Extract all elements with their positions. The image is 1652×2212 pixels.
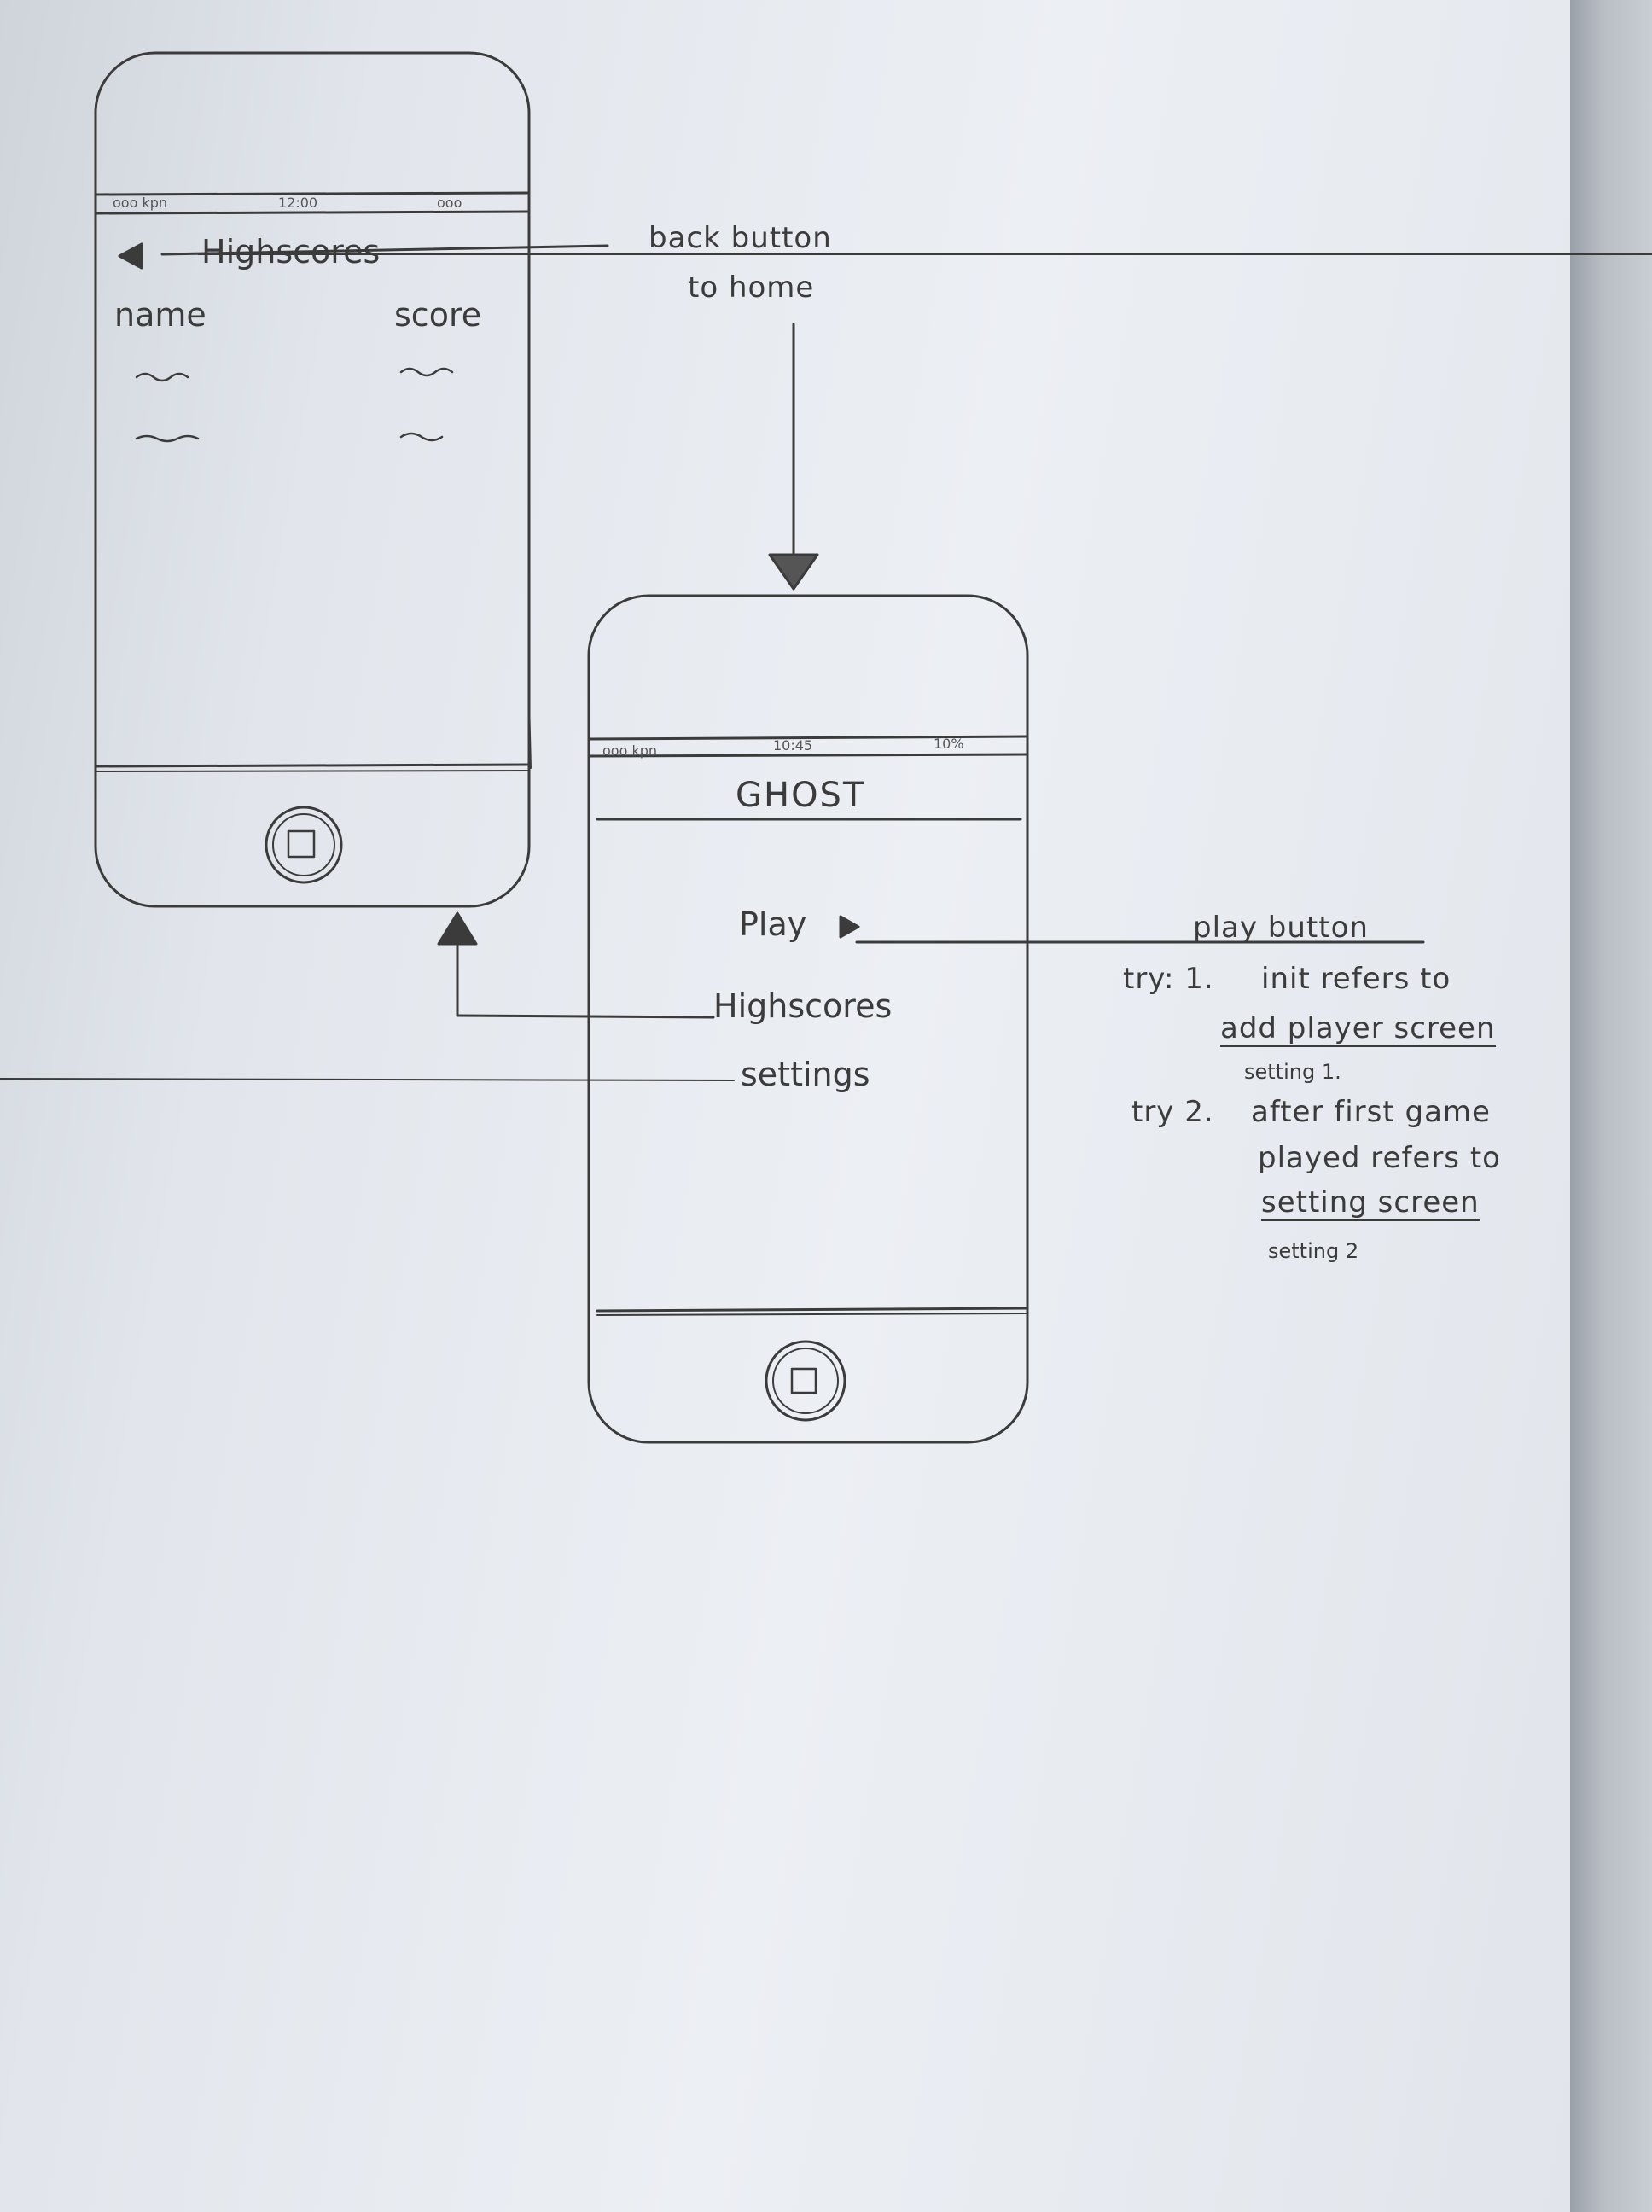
home-status-time: 10:45 [773,737,813,754]
home-button-square-icon [287,830,316,859]
paper-sheet [0,0,1570,2212]
highscores-pointer-line [456,1014,715,1019]
screen-bottom-line [596,1307,1029,1313]
name-placeholder-squiggle-2 [135,434,200,443]
home-phone-frame [587,594,1029,1444]
status-bar-bottom-line [94,210,531,215]
settings-menu-item: settings [741,1056,870,1093]
play-menu-item: Play [739,905,807,943]
home-button-square-icon [790,1367,817,1394]
back-button-note-line1: back button [649,221,832,255]
name-placeholder-squiggle-1 [135,372,189,382]
back-to-home-arrowhead [768,553,819,591]
try2-target: setting screen [1261,1185,1480,1221]
try1-setting: setting 1. [1244,1060,1341,1084]
try1-text: init refers to [1261,962,1451,996]
play-button-note: play button [1193,911,1369,945]
try1-target: add player screen [1220,1011,1496,1047]
table-surface [1570,0,1652,2212]
home-app-title: GHOST [736,776,866,815]
settings-pointer-line [0,1078,735,1081]
highscores-menu-item: Highscores [713,987,893,1025]
home-status-carrier: ooo kpn [602,742,658,759]
frame-tick-mark [528,699,532,769]
hs-status-carrier: ooo kpn [113,195,168,211]
screen-bottom-line [94,763,531,768]
try2-text-line2: played refers to [1258,1141,1501,1175]
right-triangle-icon [839,915,860,939]
hs-page-title: Highscores [198,236,1652,268]
highscores-home-button [265,806,343,884]
status-bar-top-line [587,735,1029,741]
highscores-phone-frame [94,51,531,908]
hs-column-name: name [114,296,206,334]
hs-status-time: 12:00 [278,195,318,211]
score-placeholder-squiggle-1 [399,367,454,377]
try2-setting: setting 2 [1268,1239,1359,1263]
back-button-note-line2: to home [688,271,815,305]
highscores-arrowhead [437,911,478,946]
hs-column-score: score [394,296,482,334]
status-bar-top-line [94,191,531,196]
hs-status-battery: ooo [437,195,462,211]
try1-prefix: try: 1. [1123,962,1214,996]
home-home-button [765,1340,846,1422]
try2-text-line1: after first game [1251,1095,1491,1129]
home-status-battery: 10% [934,736,964,752]
left-triangle-icon [118,242,143,270]
status-bar-bottom-line [587,753,1029,758]
score-placeholder-squiggle-2 [399,432,444,442]
try2-prefix: try 2. [1131,1095,1214,1129]
